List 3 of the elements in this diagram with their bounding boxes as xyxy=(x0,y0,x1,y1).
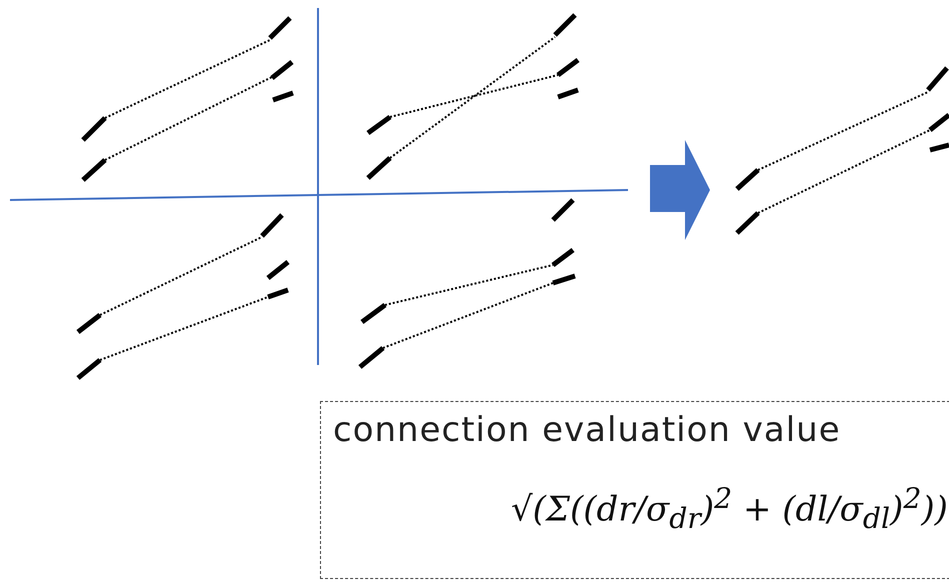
caption-text: connection evaluation value xyxy=(333,410,841,450)
dashed-text-box xyxy=(320,401,949,579)
formula: √(Σ((dr/σ$_{dr}$)$^{2}$ + (dl/σ$_{dl}$)$^{2}$)) xyxy=(511,482,948,536)
